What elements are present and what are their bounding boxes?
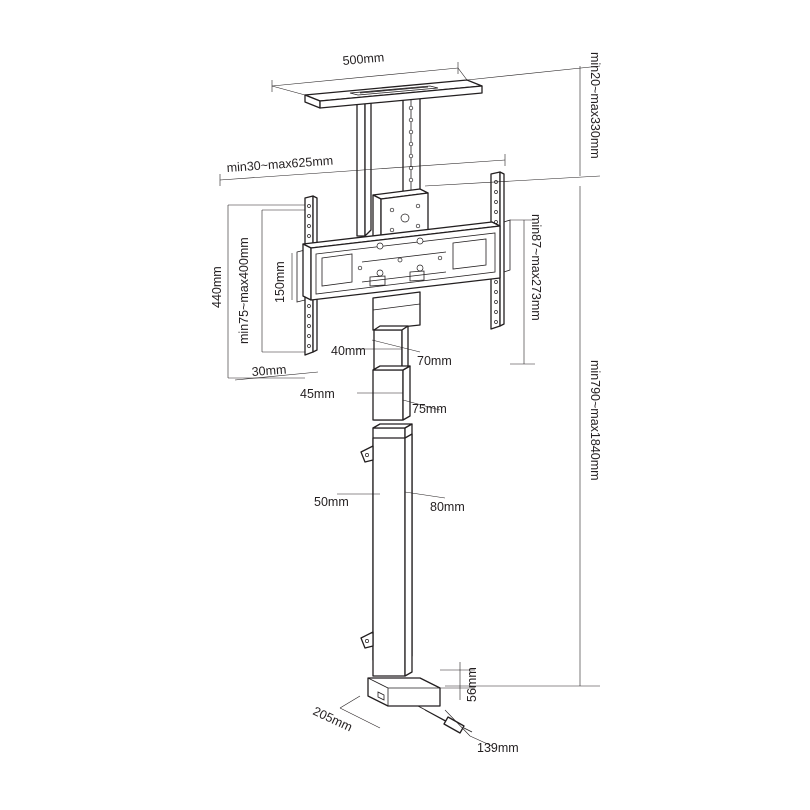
label-base-width: 139mm [477,741,519,755]
label-center-plate-height: 150mm [273,261,287,303]
label-vesa-side: min87~max273mm [529,214,543,321]
label-tv-bracket-width: min30~max625mm [226,154,333,175]
label-bracket-arm-depth: 30mm [251,363,287,379]
label-ceiling-drop: min20~max330mm [588,52,602,159]
label-ceiling-plate-width: 500mm [342,50,385,68]
wall-clip-upper [360,445,374,463]
telescopic-tube-3 [372,433,413,677]
column-top-cap [372,291,421,331]
label-base-height: 56mm [465,667,479,702]
base-housing [367,677,441,707]
dimension-lines [219,62,601,747]
label-column-height: min790~max1840mm [588,360,602,481]
ceiling-plate [304,79,483,109]
label-tube1-width: 70mm [417,354,452,368]
wall-clip-lower [360,631,374,649]
label-tube3-width: 80mm [430,500,465,514]
power-cable [417,705,473,734]
label-vesa-vertical: min75~max400mm [237,237,251,344]
label-tv-bracket-height: 440mm [210,266,224,308]
label-tube2-width: 75mm [412,402,447,416]
label-tube3-depth: 50mm [314,495,349,509]
tv-bracket-plate [302,221,501,301]
mount-drawing [296,79,511,734]
label-base-depth: 205mm [311,704,355,734]
label-tube1-depth: 40mm [331,344,366,358]
upper-connector-box [372,188,429,241]
label-tube2-depth: 45mm [300,387,335,401]
